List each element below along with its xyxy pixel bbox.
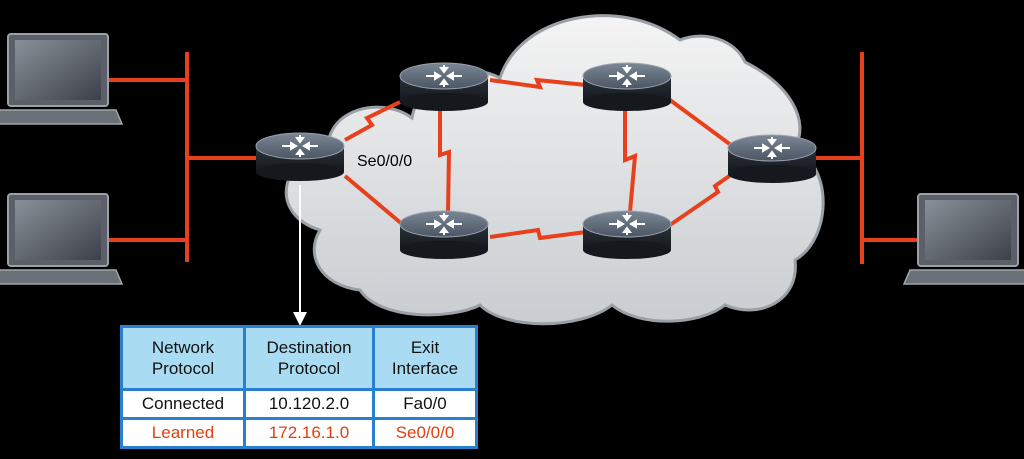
routing-table: Network Protocol Destination Protocol Ex…	[120, 325, 478, 449]
table-cell: Connected	[120, 388, 246, 420]
header-line: Destination	[266, 338, 352, 357]
router-icon[interactable]	[399, 210, 489, 260]
table-cell: Fa0/0	[372, 388, 478, 420]
router-icon[interactable]	[582, 62, 672, 112]
table-row: Learned 172.16.1.0 Se0/0/0	[120, 417, 478, 449]
laptop-icon[interactable]	[0, 33, 123, 125]
table-cell: 10.120.2.0	[243, 388, 375, 420]
left-network-label: 10.120.2.0	[138, 30, 219, 49]
header-line: Interface	[391, 359, 459, 378]
header-network-protocol: Network Protocol	[120, 325, 246, 391]
header-exit-interface: Exit Interface	[372, 325, 478, 391]
right-network-label: 172.16.1.0	[816, 30, 897, 49]
right-lan	[815, 52, 918, 264]
header-line: Network	[151, 338, 215, 357]
header-line: Protocol	[151, 359, 215, 378]
table-row: Connected 10.120.2.0 Fa0/0	[120, 388, 478, 420]
serial-interface-label: Se0/0/0	[357, 153, 413, 170]
header-line: Protocol	[277, 359, 341, 378]
left-lan	[108, 52, 258, 262]
table-cell: Learned	[120, 417, 246, 449]
router-icon[interactable]	[255, 132, 345, 182]
pointer-arrowhead	[293, 312, 307, 326]
router-icon[interactable]	[727, 134, 817, 184]
header-line: Exit	[410, 338, 440, 357]
laptop-icon[interactable]	[0, 193, 123, 285]
router-icon[interactable]	[582, 210, 672, 260]
table-cell: Se0/0/0	[372, 417, 478, 449]
routing-table-header: Network Protocol Destination Protocol Ex…	[120, 325, 478, 391]
table-cell: 172.16.1.0	[243, 417, 375, 449]
router-icon[interactable]	[399, 62, 489, 112]
header-destination-protocol: Destination Protocol	[243, 325, 375, 391]
laptop-icon[interactable]	[903, 193, 1024, 285]
wan-links	[343, 77, 737, 241]
